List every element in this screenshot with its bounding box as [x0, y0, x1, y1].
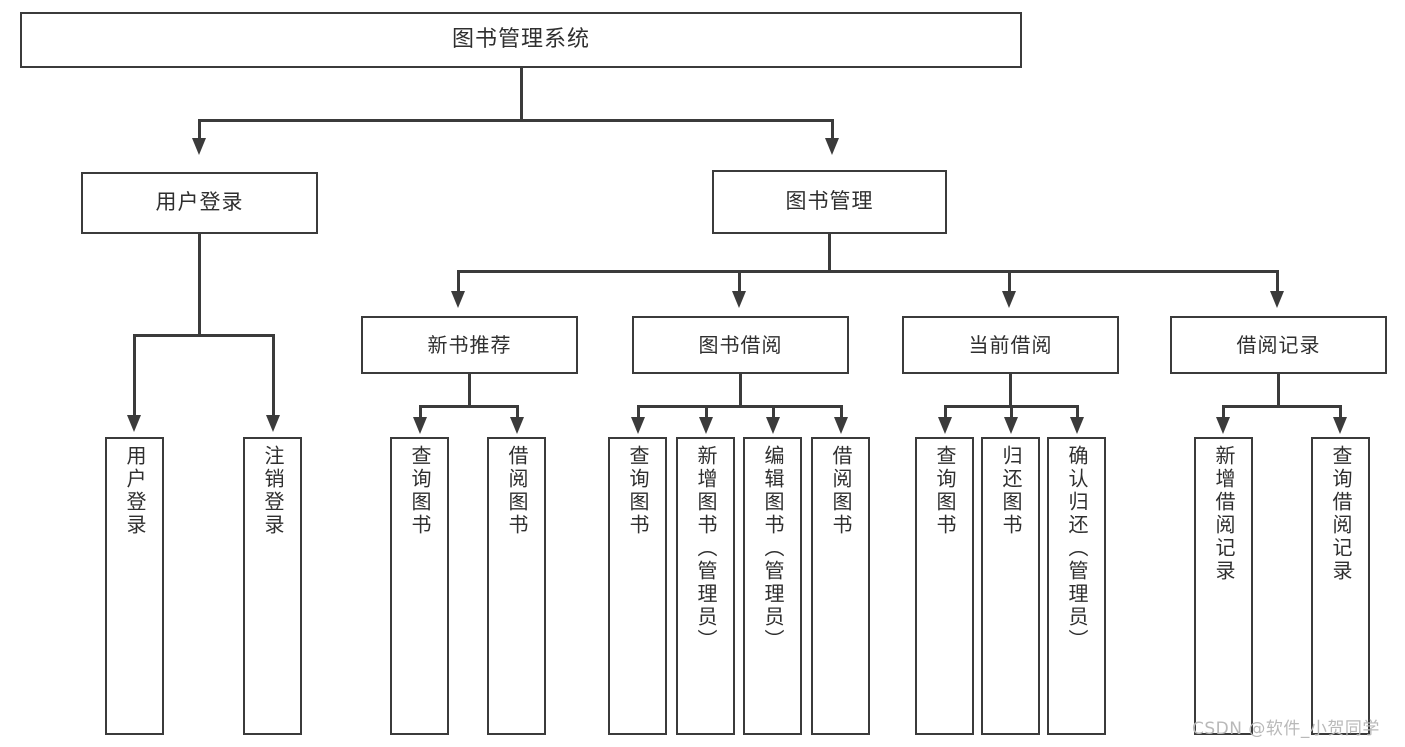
connector-book-borrow-stem [739, 374, 742, 406]
leaf-label: 查询图书 [408, 445, 432, 537]
connector-new-book-drop-2 [516, 405, 519, 419]
leaf-edit-book-admin[interactable]: 编辑图书（管理员） [743, 437, 802, 735]
node-new-book-recommend[interactable]: 新书推荐 [361, 316, 578, 374]
arrowhead-level1-2 [825, 138, 839, 155]
arrowhead-level2-3 [1002, 291, 1016, 308]
leaf-label: 确认归还（管理员） [1065, 445, 1089, 652]
leaf-borrow-book-recommend[interactable]: 借阅图书 [487, 437, 546, 735]
leaf-label: 查询图书 [626, 445, 650, 537]
arrowhead-current-borrow-leaf-3 [1070, 417, 1084, 434]
connector-level1-drop-2 [831, 119, 834, 141]
connector-current-borrow-drop-1 [944, 405, 947, 419]
connector-new-book-stem [468, 374, 471, 406]
leaf-label: 注销登录 [261, 445, 285, 537]
node-label: 图书借阅 [698, 333, 783, 357]
leaf-label: 编辑图书（管理员） [761, 445, 785, 652]
arrowhead-book-borrow-leaf-4 [834, 417, 848, 434]
arrowhead-new-book-leaf-1 [413, 417, 427, 434]
connector-level2-drop-1 [457, 270, 460, 294]
node-label: 图书管理系统 [451, 26, 590, 52]
arrowhead-borrow-record-leaf-2 [1333, 417, 1347, 434]
arrowhead-current-borrow-leaf-2 [1004, 417, 1018, 434]
arrowhead-level1-1 [192, 138, 206, 155]
node-root-book-management-system[interactable]: 图书管理系统 [20, 12, 1022, 68]
node-label: 借阅记录 [1236, 333, 1321, 357]
leaf-add-borrow-record[interactable]: 新增借阅记录 [1194, 437, 1253, 735]
connector-new-book-bus [419, 405, 519, 408]
node-book-borrow[interactable]: 图书借阅 [632, 316, 849, 374]
connector-level2-drop-4 [1276, 270, 1279, 294]
node-current-borrow[interactable]: 当前借阅 [902, 316, 1119, 374]
connector-level1-bus [198, 119, 833, 122]
arrowhead-level2-2 [732, 291, 746, 308]
csdn-watermark: CSDN @软件_小贺同学 [1192, 719, 1380, 739]
arrowhead-borrow-record-leaf-1 [1216, 417, 1230, 434]
connector-book-borrow-drop-4 [840, 405, 843, 419]
connector-book-borrow-drop-2 [705, 405, 708, 419]
leaf-query-borrow-record[interactable]: 查询借阅记录 [1311, 437, 1370, 735]
arrowhead-user-login-leaf-2 [266, 415, 280, 432]
connector-book-management-stem [828, 234, 831, 271]
leaf-label: 新增图书（管理员） [694, 445, 718, 652]
leaf-add-book-admin[interactable]: 新增图书（管理员） [676, 437, 735, 735]
node-label: 新书推荐 [427, 333, 512, 357]
arrowhead-book-borrow-leaf-2 [699, 417, 713, 434]
arrowhead-user-login-leaf-1 [127, 415, 141, 432]
arrowhead-current-borrow-leaf-1 [938, 417, 952, 434]
leaf-user-login[interactable]: 用户登录 [105, 437, 164, 735]
leaf-borrow-book[interactable]: 借阅图书 [811, 437, 870, 735]
connector-user-login-drop-1 [133, 334, 136, 418]
leaf-confirm-return-admin[interactable]: 确认归还（管理员） [1047, 437, 1106, 735]
connector-level2-drop-3 [1008, 270, 1011, 294]
arrowhead-new-book-leaf-2 [510, 417, 524, 434]
arrowhead-level2-1 [451, 291, 465, 308]
connector-user-login-drop-2 [272, 334, 275, 418]
leaf-label: 查询图书 [933, 445, 957, 537]
leaf-logout-login[interactable]: 注销登录 [243, 437, 302, 735]
node-borrow-record[interactable]: 借阅记录 [1170, 316, 1387, 374]
arrowhead-level2-4 [1270, 291, 1284, 308]
leaf-query-book-borrow[interactable]: 查询图书 [608, 437, 667, 735]
connector-borrow-record-bus [1222, 405, 1341, 408]
connector-new-book-drop-1 [419, 405, 422, 419]
connector-borrow-record-drop-2 [1339, 405, 1342, 419]
connector-user-login-stem [198, 234, 201, 335]
node-book-management[interactable]: 图书管理 [712, 170, 947, 234]
leaf-query-book-recommend[interactable]: 查询图书 [390, 437, 449, 735]
leaf-label: 新增借阅记录 [1212, 445, 1236, 583]
connector-level1-drop-1 [198, 119, 201, 141]
leaf-label: 用户登录 [123, 445, 147, 537]
connector-book-borrow-bus [637, 405, 842, 408]
node-user-login[interactable]: 用户登录 [81, 172, 318, 234]
connector-book-borrow-drop-1 [637, 405, 640, 419]
leaf-label: 归还图书 [999, 445, 1023, 537]
node-label: 用户登录 [155, 190, 244, 215]
leaf-label: 借阅图书 [505, 445, 529, 537]
leaf-return-book[interactable]: 归还图书 [981, 437, 1040, 735]
connector-borrow-record-stem [1277, 374, 1280, 406]
connector-current-borrow-drop-3 [1076, 405, 1079, 419]
arrowhead-book-borrow-leaf-3 [766, 417, 780, 434]
connector-root-stem [520, 68, 523, 120]
connector-current-borrow-stem [1009, 374, 1012, 406]
leaf-query-book-current[interactable]: 查询图书 [915, 437, 974, 735]
leaf-label: 查询借阅记录 [1329, 445, 1353, 583]
connector-borrow-record-drop-1 [1222, 405, 1225, 419]
node-label: 当前借阅 [968, 333, 1053, 357]
node-label: 图书管理 [785, 189, 874, 214]
connector-level2-bus [457, 270, 1278, 273]
connector-book-borrow-drop-3 [772, 405, 775, 419]
arrowhead-book-borrow-leaf-1 [631, 417, 645, 434]
leaf-label: 借阅图书 [829, 445, 853, 537]
connector-current-borrow-drop-2 [1010, 405, 1013, 419]
connector-level2-drop-2 [738, 270, 741, 294]
connector-user-login-bus [133, 334, 275, 337]
